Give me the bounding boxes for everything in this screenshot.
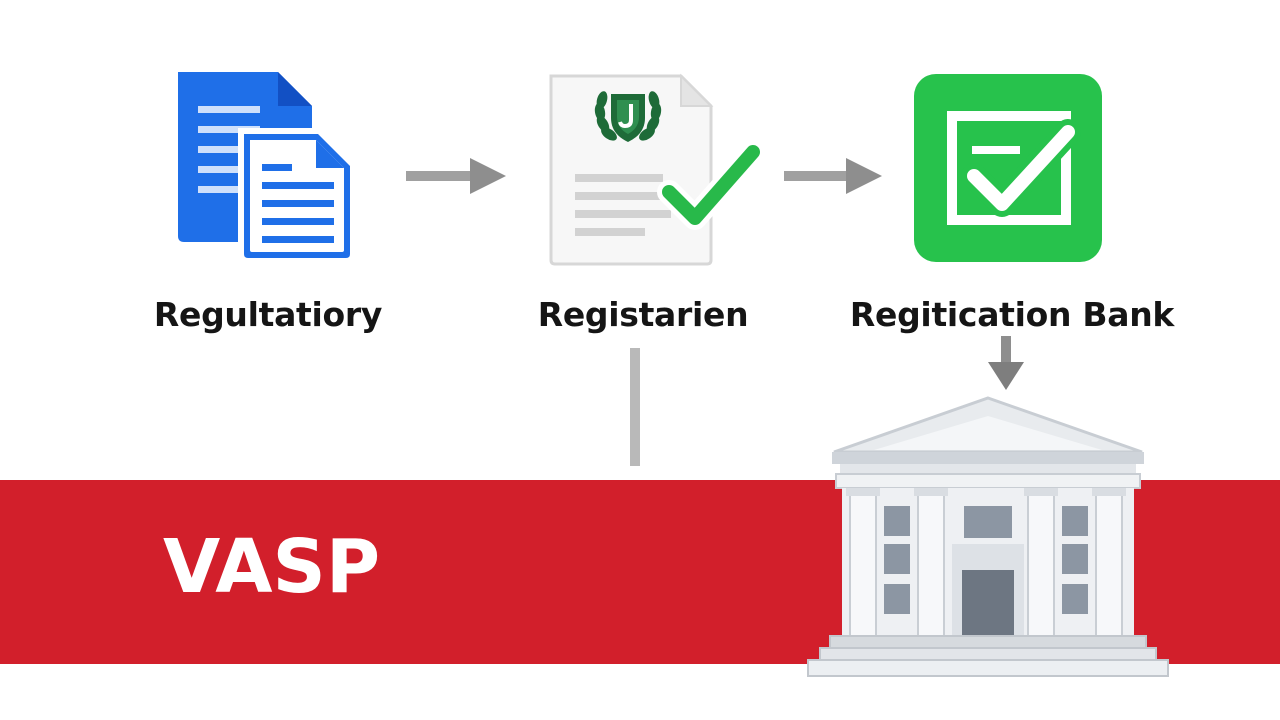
step-label-bank: Regitication Bank [849,295,1175,334]
checkbox-approved-icon [914,74,1102,262]
bank-building-icon [807,396,1169,677]
vasp-label: VASP [163,524,381,610]
documents-icon [178,72,356,264]
certificate-check-icon [549,73,765,266]
right-arrow-icon [406,158,506,194]
right-arrow-icon [784,158,882,194]
step-label-regulatory: Regultatiory [153,295,383,334]
connector-line [630,348,640,466]
down-arrow-icon [988,336,1024,390]
step-label-registration: Registarien [537,295,749,334]
